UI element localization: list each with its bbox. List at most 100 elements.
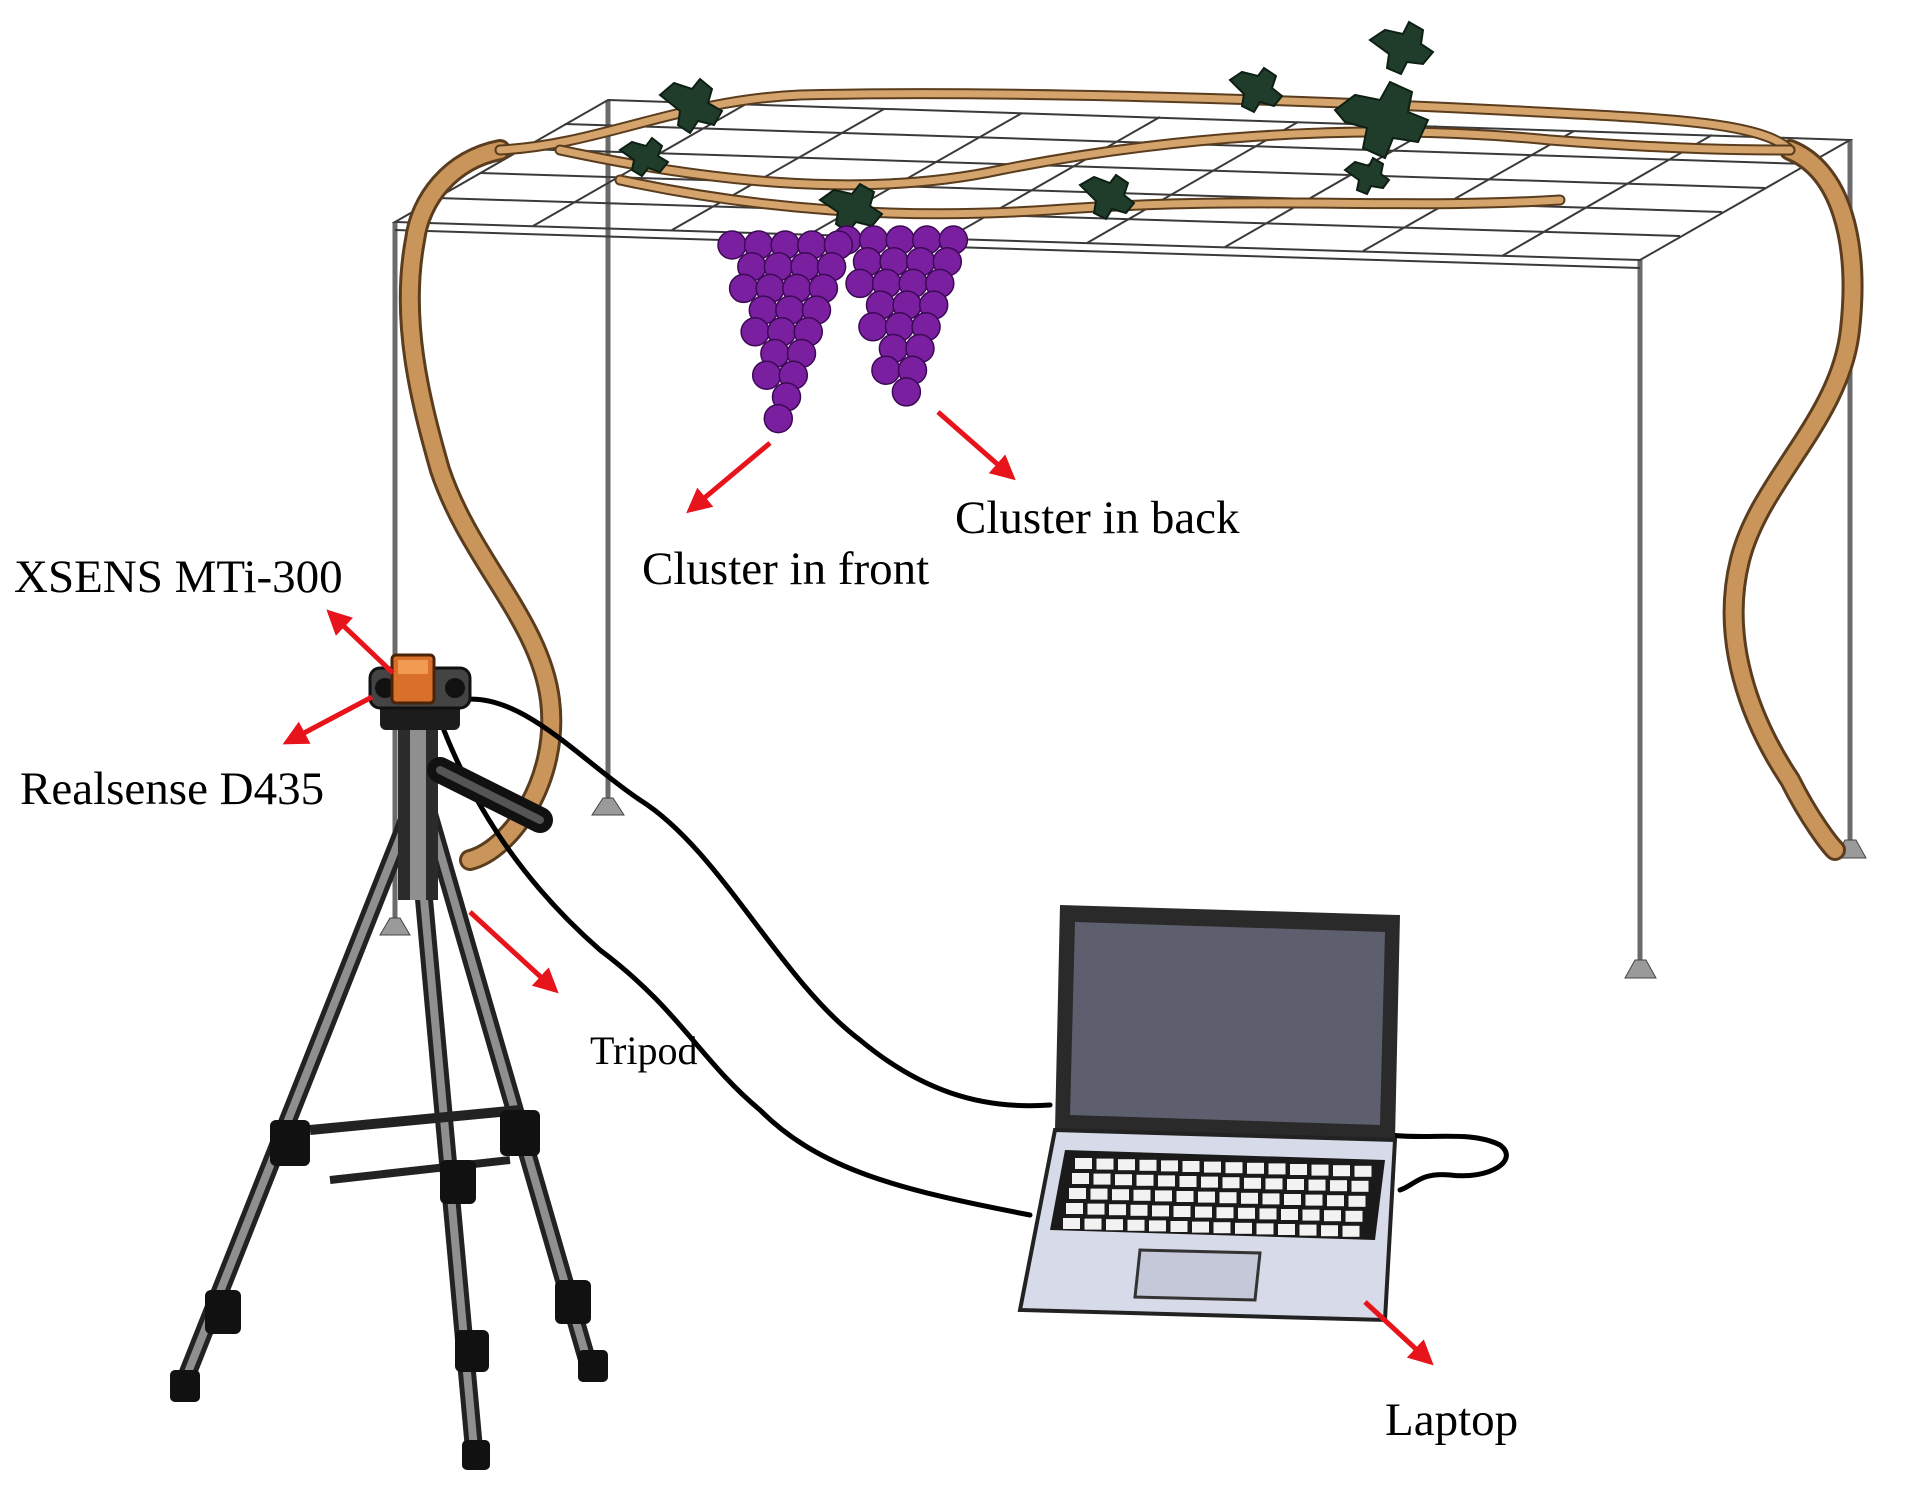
keyboard-key	[1182, 1161, 1200, 1172]
keyboard-key	[1302, 1209, 1320, 1221]
keyboard-key	[1173, 1206, 1191, 1217]
keyboard-key	[1198, 1191, 1215, 1203]
keyboard-key	[1256, 1223, 1274, 1235]
keyboard-key	[1155, 1190, 1172, 1202]
keyboard	[1063, 1158, 1372, 1237]
keyboard-key	[1333, 1165, 1350, 1177]
keyboard-key	[1213, 1222, 1231, 1234]
keyboard-key	[1195, 1206, 1212, 1218]
arrow-camera	[282, 694, 374, 745]
keyboard-key	[1109, 1204, 1126, 1216]
keyboard-key	[1201, 1176, 1218, 1188]
label-tripod: Tripod	[590, 1028, 697, 1073]
xsens-imu	[390, 653, 436, 705]
keyboard-key	[1115, 1174, 1132, 1186]
label-xsens-imu: XSENS MTi-300	[14, 551, 343, 603]
keyboard-key	[1118, 1159, 1135, 1171]
label-cluster-back: Cluster in back	[955, 492, 1240, 544]
keyboard-key	[1072, 1173, 1089, 1184]
keyboard-key	[1096, 1158, 1114, 1170]
grape-berry	[717, 230, 747, 260]
keyboard-key	[1087, 1203, 1105, 1215]
keyboard-key	[1247, 1162, 1264, 1174]
keyboard-key	[1090, 1188, 1108, 1200]
arrow-imu	[326, 609, 395, 675]
keyboard-key	[1342, 1225, 1360, 1237]
keyboard-key	[1149, 1220, 1166, 1232]
keyboard-key	[1130, 1204, 1148, 1216]
keyboard-key	[1084, 1218, 1102, 1230]
keyboard-key	[1179, 1176, 1197, 1187]
label-laptop: Laptop	[1385, 1394, 1518, 1446]
keyboard-key	[1225, 1162, 1243, 1174]
keyboard-key	[1238, 1207, 1255, 1219]
grape-berry	[845, 268, 875, 299]
keyboard-key	[1106, 1219, 1123, 1231]
keyboard-key	[1216, 1207, 1234, 1219]
keyboard-key	[1192, 1221, 1209, 1233]
grape-berry	[751, 360, 782, 390]
keyboard-key	[1327, 1195, 1344, 1207]
grapevine	[398, 20, 1864, 871]
keyboard-key	[1290, 1164, 1307, 1175]
keyboard-key	[1262, 1193, 1280, 1205]
keyboard-key	[1259, 1208, 1277, 1220]
keyboard-key	[1176, 1191, 1194, 1202]
keyboard-key	[1093, 1173, 1111, 1185]
keyboard-key	[1241, 1192, 1258, 1204]
label-cluster-front: Cluster in front	[642, 543, 929, 595]
grape-berry	[740, 317, 770, 347]
grape-berry	[728, 273, 759, 304]
keyboard-key	[1268, 1163, 1286, 1175]
keyboard-key	[1127, 1219, 1145, 1231]
keyboard-key	[1219, 1192, 1237, 1204]
callout-arrows	[282, 410, 1434, 1366]
grape-berry	[891, 377, 922, 407]
grape-berry	[858, 312, 888, 342]
keyboard-key	[1075, 1158, 1092, 1169]
arrow-laptop	[1363, 1300, 1434, 1366]
grape-berry	[871, 355, 901, 385]
grape-cluster-back	[832, 225, 969, 407]
keyboard-key	[1063, 1218, 1080, 1229]
keyboard-key	[1136, 1174, 1154, 1186]
keyboard-key	[1170, 1221, 1188, 1232]
label-realsense-camera: Realsense D435	[20, 763, 324, 815]
usb-cables	[437, 696, 1509, 1218]
keyboard-key	[1345, 1210, 1363, 1222]
keyboard-key	[1308, 1179, 1326, 1191]
laptop	[1017, 905, 1400, 1323]
keyboard-key	[1284, 1194, 1301, 1205]
keyboard-key	[1139, 1159, 1157, 1171]
keyboard-key	[1287, 1179, 1304, 1190]
keyboard-key	[1299, 1224, 1317, 1236]
keyboard-key	[1152, 1205, 1169, 1217]
keyboard-key	[1158, 1175, 1175, 1187]
keyboard-key	[1161, 1160, 1178, 1172]
tripod	[170, 666, 608, 1470]
keyboard-key	[1244, 1177, 1261, 1189]
keyboard-key	[1348, 1195, 1366, 1207]
keyboard-key	[1133, 1189, 1151, 1201]
keyboard-key	[1222, 1177, 1240, 1189]
grape-cluster-front	[717, 230, 854, 434]
arrow-tripod	[468, 910, 559, 994]
keyboard-key	[1324, 1210, 1341, 1222]
keyboard-key	[1278, 1224, 1295, 1235]
keyboard-key	[1330, 1180, 1347, 1192]
keyboard-key	[1351, 1180, 1369, 1192]
keyboard-key	[1321, 1225, 1338, 1237]
keyboard-key	[1235, 1222, 1252, 1234]
keyboard-key	[1311, 1164, 1329, 1176]
arrow-cluster-front	[686, 441, 772, 514]
arrow-cluster-back	[936, 410, 1016, 481]
keyboard-key	[1305, 1194, 1323, 1206]
grape-berry	[763, 403, 794, 434]
keyboard-key	[1354, 1165, 1372, 1177]
keyboard-key	[1265, 1178, 1283, 1190]
keyboard-key	[1069, 1188, 1086, 1199]
keyboard-key	[1204, 1161, 1221, 1173]
keyboard-key	[1066, 1203, 1083, 1214]
keyboard-key	[1281, 1209, 1298, 1220]
